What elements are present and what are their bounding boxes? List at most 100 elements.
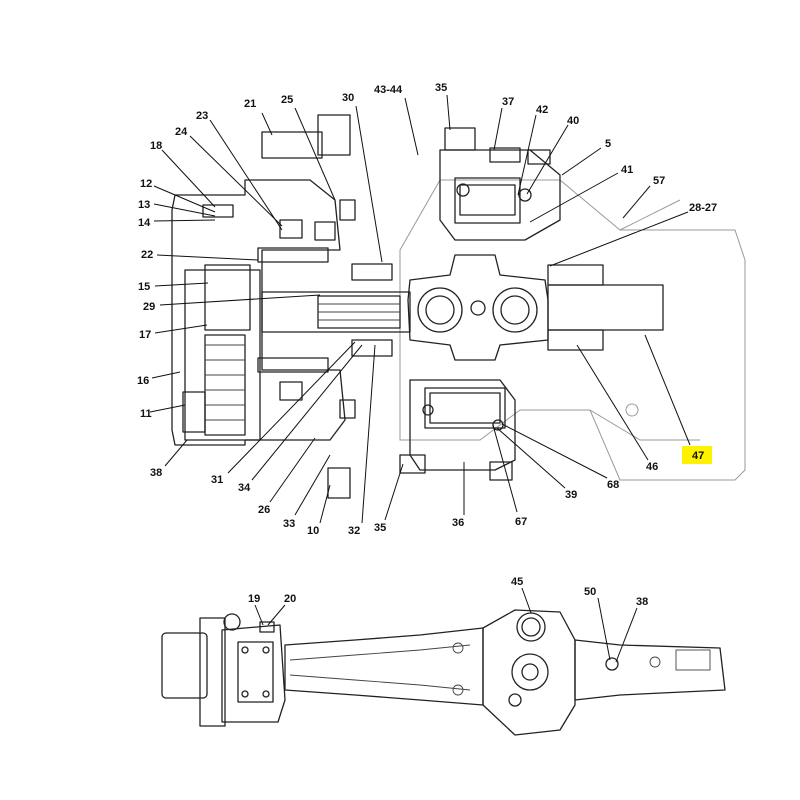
leader-50 <box>597 597 611 661</box>
callout-28-27: 28-27 <box>689 202 717 214</box>
overview-drain <box>508 693 522 707</box>
leader-43-44 <box>404 97 419 156</box>
leader-12 <box>153 185 216 213</box>
leader-25 <box>294 107 336 201</box>
callout-24: 24 <box>175 126 188 138</box>
callout-39: 39 <box>565 489 577 501</box>
callouts-lower: 19 20 45 50 38 <box>248 576 648 608</box>
yoke-bearing-left <box>417 287 463 333</box>
leader-67 <box>492 424 518 513</box>
callout-5: 5 <box>605 138 611 150</box>
overview-sensor <box>605 657 619 671</box>
leader-10 <box>319 484 331 524</box>
leader-28-27 <box>549 211 689 267</box>
sectional-view <box>171 114 746 499</box>
callout-38: 38 <box>150 467 162 479</box>
callout-36: 36 <box>452 517 464 529</box>
leader-24 <box>189 135 283 227</box>
callout-43-44: 43-44 <box>374 84 403 96</box>
leader-15 <box>154 282 209 287</box>
callout-22: 22 <box>141 249 153 261</box>
overview-view <box>161 609 726 736</box>
upper-cap <box>489 147 521 163</box>
overview-tube-hole <box>452 684 464 696</box>
leader-57 <box>622 185 651 219</box>
callout-23: 23 <box>196 110 208 122</box>
callout-17: 17 <box>139 329 151 341</box>
leader-47 <box>644 334 691 446</box>
leader-23 <box>209 119 283 231</box>
callout-14: 14 <box>138 217 151 229</box>
leader-22 <box>156 254 259 261</box>
upper-bearing-carrier <box>439 149 561 241</box>
callout-41: 41 <box>621 164 633 176</box>
shaft-seal-lower <box>351 339 393 357</box>
overview-label-plate <box>675 649 711 671</box>
overview-diff-flange <box>511 653 549 691</box>
callout-21: 21 <box>244 98 256 110</box>
top-bolt <box>257 247 329 263</box>
callout-32: 32 <box>348 525 360 537</box>
callouts-upper: 21 25 30 43-44 35 37 42 40 5 41 57 28-27… <box>137 82 717 537</box>
callout-57: 57 <box>653 175 665 187</box>
callout-50: 50 <box>584 586 596 598</box>
callout-10: 10 <box>307 525 319 537</box>
callout-47: 47 <box>692 450 704 462</box>
callout-25: 25 <box>281 94 293 106</box>
axle-housing-outline <box>399 179 746 481</box>
yoke-bearing-right-inner <box>500 295 530 325</box>
callout-35-top: 35 <box>435 82 447 94</box>
brake-plate-stack <box>204 334 246 436</box>
housing-bolt-hole <box>625 403 639 417</box>
overview-brake-housing <box>221 624 286 723</box>
leader-41 <box>529 172 619 223</box>
overview-center-housing <box>482 609 576 736</box>
leader-17 <box>154 324 208 334</box>
overview-filler-cap <box>516 612 546 642</box>
leader-32 <box>361 344 376 524</box>
overview-wheel-hub <box>161 632 208 699</box>
upper-bearing <box>454 177 521 224</box>
leader-38 <box>164 439 188 467</box>
callout-30: 30 <box>342 92 354 104</box>
leader-13 <box>153 203 216 217</box>
snap-ring-top <box>339 199 356 221</box>
upper-bearing-race <box>459 184 516 216</box>
callout-68: 68 <box>607 479 619 491</box>
lower-bearing <box>424 387 506 429</box>
overview-bolt <box>262 690 270 698</box>
callout-20: 20 <box>284 593 296 605</box>
planet-bearing-bottom-left <box>279 381 303 401</box>
upper-nut <box>527 149 551 165</box>
leader-35-top <box>446 94 451 131</box>
overview-bolt-plate <box>237 641 274 703</box>
leader-68 <box>501 423 608 479</box>
top-housing-block <box>317 114 351 156</box>
leader-21 <box>261 112 273 136</box>
callout-38-lower: 38 <box>636 596 648 608</box>
callout-16: 16 <box>137 375 149 387</box>
leader-39 <box>496 427 566 489</box>
leader-30 <box>355 105 383 263</box>
leader-lines-lower <box>254 587 638 663</box>
leader-5 <box>561 147 602 176</box>
leader-45 <box>521 587 532 614</box>
bottom-bolt <box>257 357 329 373</box>
overview-tube-line <box>289 674 471 691</box>
leader-29 <box>159 294 321 306</box>
top-fitting <box>202 204 234 218</box>
output-seal-lower <box>547 329 604 351</box>
upper-bolt-head <box>444 127 476 151</box>
hub-housing <box>171 179 346 446</box>
leader-19 <box>254 604 264 626</box>
callout-18: 18 <box>150 140 162 152</box>
leader-lines-upper <box>149 94 691 524</box>
overview-fitting-2 <box>259 621 275 633</box>
upper-seal-right <box>518 188 532 202</box>
callout-35-bottom: 35 <box>374 522 386 534</box>
leader-33 <box>294 454 331 516</box>
housing-taper-line <box>589 199 700 441</box>
leader-14 <box>153 219 216 222</box>
overview-axle-tube <box>284 627 484 706</box>
overview-right-tube <box>574 639 726 701</box>
